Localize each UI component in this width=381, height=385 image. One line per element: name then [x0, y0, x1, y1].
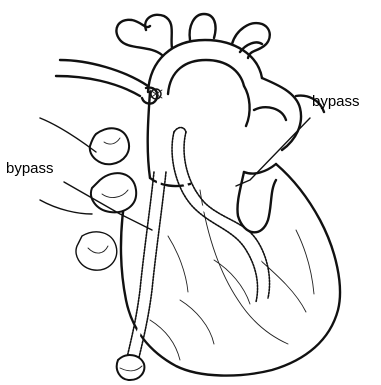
bypass-graft-right: [172, 128, 270, 303]
bypass-label-left: bypass: [6, 160, 54, 177]
left-tissue: [76, 128, 136, 270]
great-vessels: [148, 78, 324, 178]
bypass-label-right: bypass: [312, 93, 360, 110]
ventricle-vessels: [150, 190, 314, 360]
